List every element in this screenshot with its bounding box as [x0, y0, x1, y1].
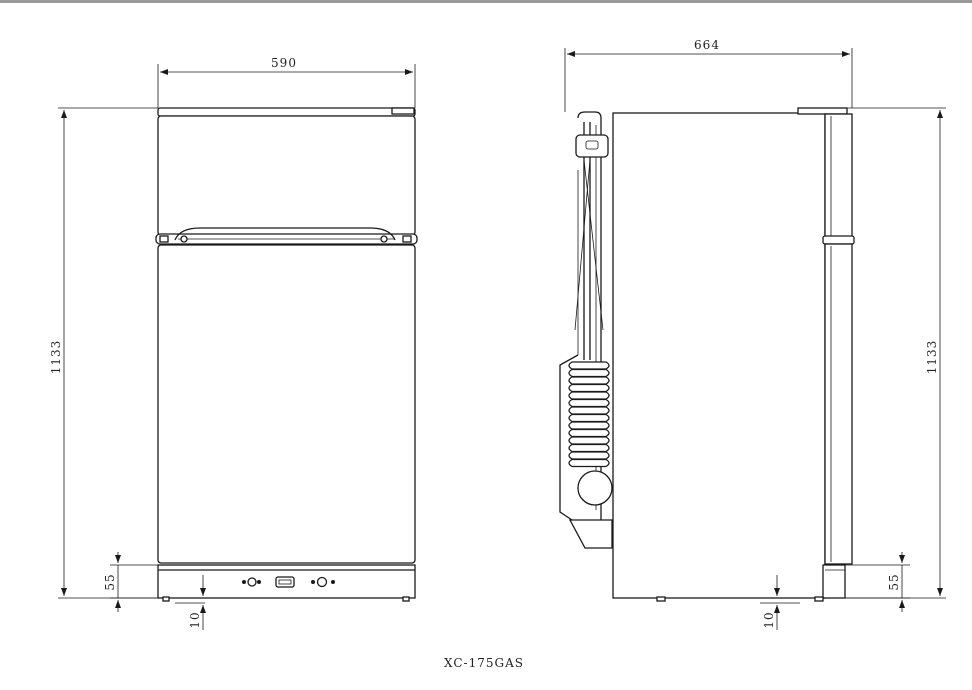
coil-loop — [568, 406, 610, 415]
coil-loop — [568, 436, 610, 445]
coil-loop — [568, 391, 610, 400]
side-top-cap — [797, 107, 848, 115]
door-handle-strip — [155, 227, 418, 245]
side-base — [822, 564, 846, 599]
side-handle — [822, 235, 855, 245]
dim-height-left-label: 1133 — [49, 340, 63, 375]
coil-loop — [568, 451, 610, 460]
coil-loop — [568, 376, 610, 385]
dim-base-right — [845, 552, 910, 612]
dim-height-left — [58, 107, 158, 599]
front-foot-right — [402, 596, 410, 602]
front-foot-left — [162, 596, 170, 602]
side-foot-front — [814, 596, 824, 602]
top-border — [0, 0, 972, 3]
dim-base-left-label: 55 — [103, 573, 117, 590]
side-body — [612, 112, 826, 599]
dim-base-left — [110, 552, 158, 612]
control-knobs — [242, 576, 335, 588]
coil-loop — [568, 421, 610, 430]
coil-loop — [568, 398, 610, 408]
dim-side-depth-label: 664 — [694, 38, 720, 52]
cooling-unit — [559, 111, 613, 549]
coil-loop — [568, 458, 610, 468]
dim-foot-right-label: 10 — [762, 611, 776, 628]
dim-height-right-label: 1133 — [925, 340, 939, 375]
coil-loop — [568, 428, 610, 438]
dim-foot-left-label: 10 — [188, 611, 202, 628]
dim-front-width-label: 590 — [271, 56, 297, 70]
side-foot-back — [656, 596, 666, 602]
side-freezer-door — [824, 113, 853, 239]
front-top-hinge — [391, 107, 415, 115]
dim-side-depth — [564, 48, 853, 112]
front-view — [155, 107, 418, 602]
coil-loop — [568, 443, 610, 453]
dim-base-right-label: 55 — [887, 573, 901, 590]
condenser-coil — [568, 361, 610, 468]
coil-loop — [568, 361, 610, 370]
side-view — [559, 107, 855, 602]
coil-loop — [568, 368, 610, 378]
dim-front-width — [157, 64, 416, 108]
side-fridge-door — [824, 243, 853, 565]
dim-foot-right — [760, 575, 800, 630]
coil-loop — [568, 413, 610, 423]
coil-loop — [568, 383, 610, 393]
model-label: XC-175GAS — [444, 656, 524, 670]
dim-foot-left — [175, 575, 206, 630]
fridge-door — [157, 244, 416, 564]
freezer-door — [157, 115, 416, 236]
front-top-cap — [157, 107, 416, 117]
